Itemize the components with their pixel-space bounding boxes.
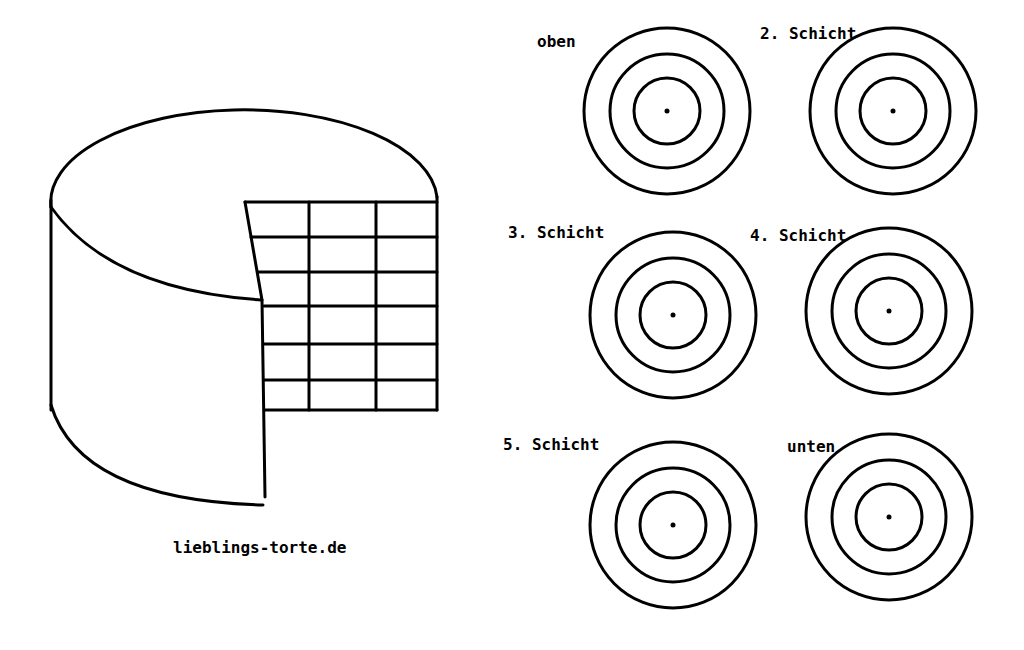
layer-ring [610,54,724,168]
cake-top-front [51,207,262,300]
layer-label: 2. Schicht [760,24,856,43]
layer-ring [616,258,730,372]
layer-ring [832,460,946,574]
layer-ring [810,28,976,194]
center-dot [671,523,676,528]
layer-ring [806,228,972,394]
layer-ring [856,278,922,344]
layer-ring [832,254,946,368]
layer-ring [584,28,750,194]
center-dot [891,109,896,114]
layer-lines [245,202,437,410]
layer-label: 5. Schicht [503,435,599,454]
cut-edge [245,202,265,497]
slice-lines [309,202,376,410]
cut-right-edge [436,197,439,410]
center-dot [671,313,676,318]
layer-label: 4. Schicht [750,226,846,245]
layer-ring [836,54,950,168]
layer-ring [640,492,706,558]
cake-side [50,200,53,410]
layer-ring [860,78,926,144]
layer-ring [634,78,700,144]
layer-label: oben [537,32,576,51]
layer-label: unten [787,437,835,456]
layer-ring [590,232,756,398]
watermark: lieblings-torte.de [173,538,346,557]
center-dot [887,309,892,314]
layer-ring [640,282,706,348]
center-dot [665,109,670,114]
cake-bottom [51,405,263,505]
layer-ring [590,442,756,608]
layer-ring [616,468,730,582]
cake-top [51,110,437,207]
layer-ring [806,434,972,600]
layer-label: 3. Schicht [508,223,604,242]
layer-ring [856,484,922,550]
center-dot [887,515,892,520]
